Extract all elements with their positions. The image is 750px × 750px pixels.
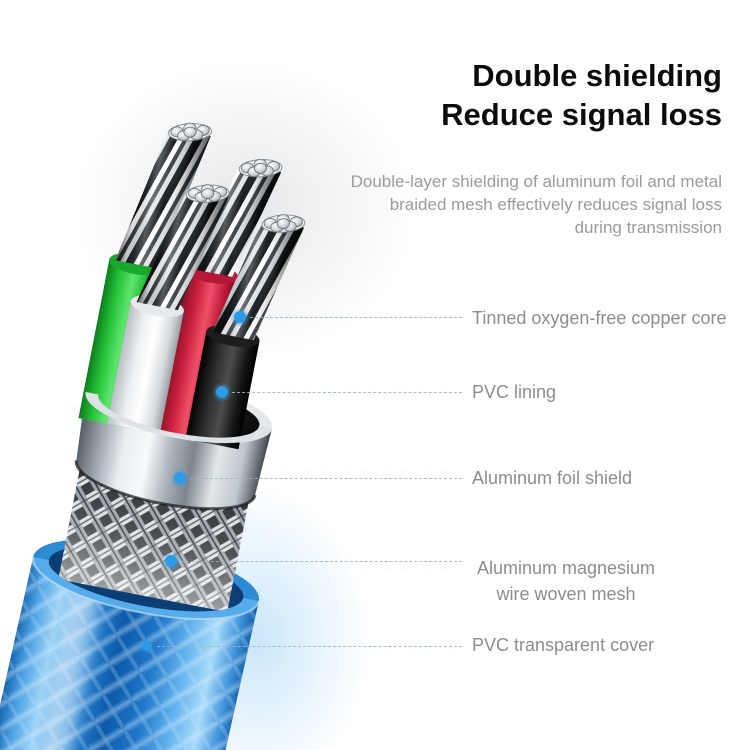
page-title: Double shielding Reduce signal loss — [441, 56, 722, 134]
callout-woven-mesh-line-1: Aluminum magnesium — [476, 558, 656, 578]
callout-copper-core: Tinned oxygen-free copper core — [472, 308, 727, 328]
marker-dot-pvc-cover — [142, 641, 152, 651]
leader-line-foil-shield — [190, 478, 462, 479]
marker-dot-pvc-lining — [216, 386, 228, 398]
aluminum-foil-front-rim — [85, 386, 273, 444]
marker-dot-copper-core — [234, 311, 246, 323]
callout-woven-mesh-line-2: wire woven mesh — [496, 584, 636, 604]
cable-cutaway-illustration — [0, 60, 415, 750]
marker-dot-woven-mesh — [165, 555, 177, 567]
callout-foil-shield: Aluminum foil shield — [472, 468, 633, 488]
callout-pvc-cover: PVC transparent cover — [472, 635, 655, 655]
title-line-2: Reduce signal loss — [441, 97, 722, 132]
callout-pvc-lining: PVC lining — [472, 382, 557, 402]
leader-line-pvc-cover — [157, 646, 462, 647]
leader-line-woven-mesh — [181, 561, 462, 562]
title-line-1: Double shielding — [472, 58, 722, 93]
callout-woven-mesh: Aluminum magnesium wire woven mesh — [468, 555, 664, 607]
description-line-3: during transmission — [574, 218, 722, 237]
copper-core-bundles — [115, 122, 306, 341]
leader-line-pvc-lining — [232, 392, 462, 393]
leader-line-copper-core — [250, 317, 462, 318]
description-line-2: braided mesh effectively reduces signal … — [389, 195, 722, 214]
marker-dot-foil-shield — [174, 472, 186, 484]
jacket-front-rim — [32, 557, 259, 619]
description-text: Double-layer shielding of aluminum foil … — [351, 170, 722, 239]
description-line-1: Double-layer shielding of aluminum foil … — [350, 172, 722, 191]
